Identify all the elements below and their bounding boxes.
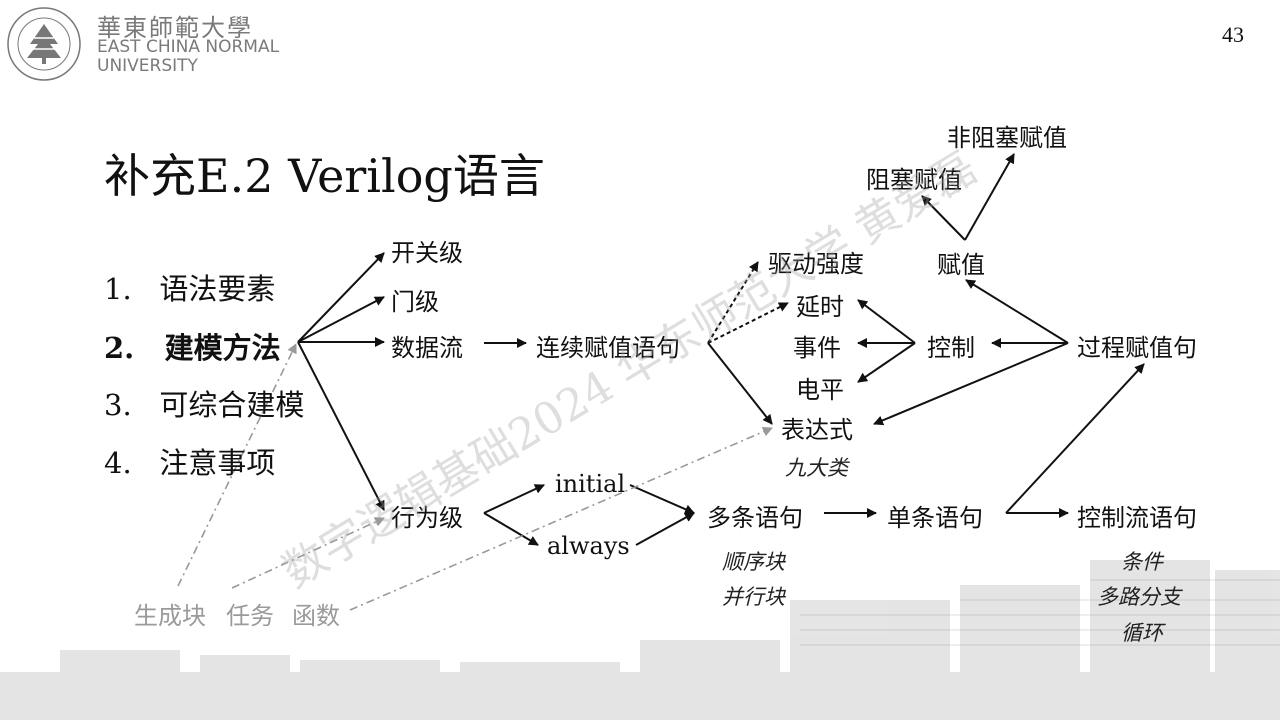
- menu-item-4: 4. 注意事项: [104, 440, 275, 482]
- node-behavioral: 行为级: [391, 504, 463, 532]
- university-name-english-line1: EAST CHINA NORMAL: [97, 37, 280, 57]
- label-function: 函数: [292, 602, 340, 630]
- node-control: 控制: [927, 334, 975, 362]
- menu-item-number: 4.: [104, 446, 132, 480]
- node-event: 事件: [793, 334, 841, 362]
- note-condition: 条件: [1121, 550, 1163, 574]
- note-parallel-block: 并行块: [722, 585, 785, 609]
- campus-skyline-background: [0, 560, 1280, 720]
- menu-item-number: 1.: [104, 272, 132, 306]
- node-always: always: [547, 532, 630, 560]
- university-name-english-line2: UNIVERSITY: [97, 56, 198, 76]
- note-loop: 循环: [1121, 621, 1163, 645]
- node-delay: 延时: [796, 293, 844, 321]
- grey-arrows: [177, 343, 773, 611]
- node-continuous-assign: 连续赋值语句: [536, 334, 680, 362]
- menu-item-label: 可综合建模: [159, 388, 305, 422]
- menu-item-1: 1. 语法要素: [104, 266, 275, 308]
- node-expression: 表达式: [781, 416, 853, 444]
- menu-item-label: 语法要素: [159, 272, 276, 306]
- node-switch-level: 开关级: [391, 239, 463, 267]
- node-nonblocking-assign: 非阻塞赋值: [947, 124, 1067, 152]
- menu-item-2-current: 2. 建模方法: [104, 325, 281, 367]
- node-multi-statement: 多条语句: [707, 504, 803, 532]
- page-number: 43: [1222, 22, 1244, 47]
- note-nine-types: 九大类: [785, 456, 848, 480]
- label-task: 任务: [226, 602, 274, 630]
- node-assign: 赋值: [937, 251, 985, 279]
- university-name-chinese: 華東師範大學: [97, 14, 253, 42]
- node-blocking-assign: 阻塞赋值: [866, 166, 962, 194]
- menu-item-label: 注意事项: [159, 446, 276, 480]
- node-control-flow: 控制流语句: [1077, 504, 1197, 532]
- menu-item-label: 建模方法: [164, 331, 281, 365]
- menu-item-3: 3. 可综合建模: [104, 382, 304, 424]
- university-seal-logo: [7, 7, 81, 81]
- menu-item-number: 2.: [104, 331, 135, 365]
- node-gate-level: 门级: [391, 288, 439, 316]
- node-initial: initial: [555, 470, 626, 498]
- node-dataflow: 数据流: [391, 334, 463, 362]
- label-generate-block: 生成块: [134, 602, 206, 630]
- node-level: 电平: [796, 376, 844, 404]
- node-procedural-assign: 过程赋值句: [1077, 334, 1197, 362]
- note-sequential-block: 顺序块: [722, 550, 785, 574]
- note-case: 多路分支: [1097, 585, 1181, 609]
- node-single-statement: 单条语句: [887, 504, 983, 532]
- slide-title: 补充E.2 Verilog语言: [104, 149, 545, 203]
- node-drive-strength: 驱动强度: [768, 250, 864, 278]
- diagram-arrows: [297, 153, 1145, 546]
- menu-item-number: 3.: [104, 388, 132, 422]
